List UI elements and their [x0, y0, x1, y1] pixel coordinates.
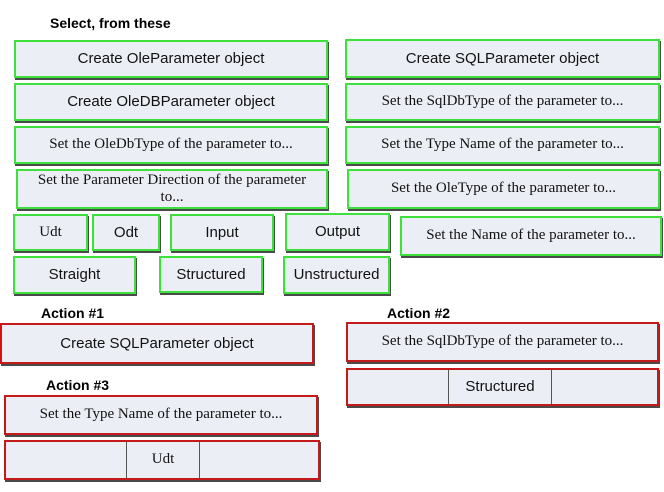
action2-answer-structured[interactable]: Structured [448, 370, 552, 404]
option-set-typename[interactable]: Set the Type Name of the parameter to... [345, 126, 660, 164]
action2-answer-set-sqldbtype[interactable]: Set the SqlDbType of the parameter to... [346, 322, 659, 362]
option-set-name[interactable]: Set the Name of the parameter to... [400, 216, 662, 256]
action1-heading: Action #1 [41, 305, 105, 321]
action3-heading: Action #3 [46, 377, 110, 393]
option-set-oletype[interactable]: Set the OleType of the parameter to... [347, 169, 660, 209]
action3-answer-set-typename[interactable]: Set the Type Name of the parameter to... [4, 395, 318, 435]
action2-heading: Action #2 [387, 305, 451, 321]
option-udt[interactable]: Udt [13, 214, 88, 251]
option-create-oleparameter[interactable]: Create OleParameter object [14, 40, 328, 78]
option-set-sqldbtype[interactable]: Set the SqlDbType of the parameter to... [345, 83, 660, 121]
option-set-direction[interactable]: Set the Parameter Direction of the param… [16, 169, 328, 209]
action1-answer-create-sqlparameter[interactable]: Create SQLParameter object [0, 323, 314, 364]
option-structured[interactable]: Structured [159, 256, 263, 293]
option-straight[interactable]: Straight [13, 256, 136, 294]
option-output[interactable]: Output [285, 213, 390, 251]
option-input[interactable]: Input [170, 214, 274, 251]
select-heading: Select, from these [50, 15, 171, 31]
option-unstructured[interactable]: Unstructured [283, 256, 390, 294]
action2-answer-slot-structured[interactable]: Structured [346, 368, 659, 406]
option-create-sqlparameter[interactable]: Create SQLParameter object [345, 39, 660, 78]
action3-answer-udt[interactable]: Udt [126, 442, 200, 478]
option-create-oledbparameter[interactable]: Create OleDBParameter object [14, 83, 328, 121]
option-set-oledbtype[interactable]: Set the OleDbType of the parameter to... [14, 126, 328, 164]
option-odt[interactable]: Odt [92, 214, 160, 251]
action3-answer-slot-udt[interactable]: Udt [4, 440, 320, 480]
